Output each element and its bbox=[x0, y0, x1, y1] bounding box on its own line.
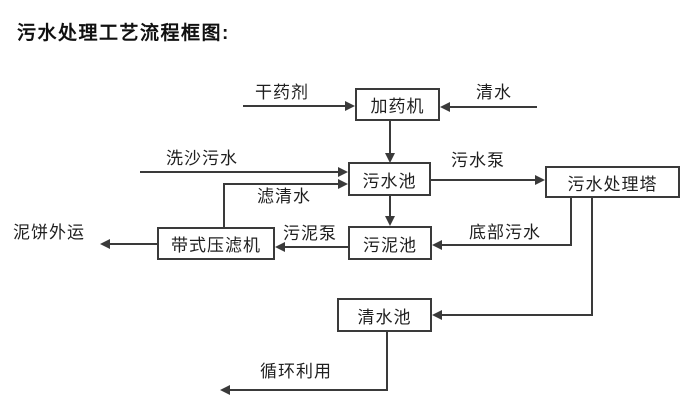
edge-tower-to-clean-line bbox=[442, 314, 592, 316]
node-clean-water-pool: 清水池 bbox=[337, 298, 432, 332]
edge-sludge-pump-arrowhead-icon bbox=[275, 242, 285, 252]
edge-label-mud-cake-outbound: 泥饼外运 bbox=[13, 223, 85, 242]
edge-mud-cake-line bbox=[110, 243, 157, 245]
edge-tower-to-clean-arrowhead-icon bbox=[432, 310, 442, 320]
edge-sand-sewage-arrowhead-icon bbox=[338, 167, 348, 177]
edge-label-sewage-pump: 污水泵 bbox=[451, 151, 505, 170]
node-belt-filter-press: 带式压滤机 bbox=[157, 227, 275, 260]
node-sewage-treatment-tower: 污水处理塔 bbox=[545, 166, 680, 198]
edge-label-recycling: 循环利用 bbox=[260, 362, 332, 381]
page-title: 污水处理工艺流程框图: bbox=[17, 23, 230, 44]
edge-filtered-water-line bbox=[223, 183, 338, 185]
edge-clean-water-line bbox=[450, 106, 537, 108]
edge-dry-chemical-line bbox=[243, 105, 345, 107]
edge-sewage-pump-line bbox=[431, 179, 535, 181]
edge-dry-chemical-arrowhead-icon bbox=[345, 101, 355, 111]
edge-recycling-line bbox=[230, 389, 387, 391]
edge-dosing-to-sewage-line bbox=[389, 121, 391, 154]
edge-sand-sewage-line bbox=[140, 171, 338, 173]
node-sludge-pool: 污泥池 bbox=[348, 226, 432, 260]
edge-recycling-vline bbox=[386, 332, 388, 391]
edge-bottom-sewage-vline bbox=[570, 198, 572, 246]
edge-dosing-to-sewage-arrowhead-icon bbox=[385, 153, 395, 163]
edge-recycling-arrowhead-icon bbox=[220, 385, 230, 395]
edge-sewage-to-sludge-line bbox=[389, 196, 391, 217]
edge-bottom-sewage-line bbox=[442, 244, 572, 246]
edge-bottom-sewage-arrowhead-icon bbox=[432, 240, 442, 250]
edge-sewage-pump-arrowhead-icon bbox=[535, 175, 545, 185]
edge-filtered-water-arrowhead-icon bbox=[338, 179, 348, 189]
edge-clean-water-arrowhead-icon bbox=[440, 102, 450, 112]
edge-mud-cake-arrowhead-icon bbox=[100, 239, 110, 249]
edge-label-filtered-water: 滤清水 bbox=[257, 187, 311, 206]
edge-label-clean-water: 清水 bbox=[476, 83, 512, 102]
edge-tower-to-clean-vline bbox=[591, 198, 593, 316]
edge-label-bottom-sewage: 底部污水 bbox=[469, 223, 541, 242]
edge-sewage-to-sludge-arrowhead-icon bbox=[385, 216, 395, 226]
node-dosing-machine: 加药机 bbox=[355, 88, 440, 121]
edge-label-dry-chemical: 干药剂 bbox=[255, 83, 309, 102]
edge-filtered-water-vline bbox=[223, 184, 225, 227]
edge-label-sludge-pump: 污泥泵 bbox=[283, 224, 337, 243]
edge-label-sand-washing-sewage: 洗沙污水 bbox=[166, 149, 238, 168]
node-sewage-pool: 污水池 bbox=[348, 162, 431, 196]
edge-sludge-pump-line bbox=[285, 246, 348, 248]
